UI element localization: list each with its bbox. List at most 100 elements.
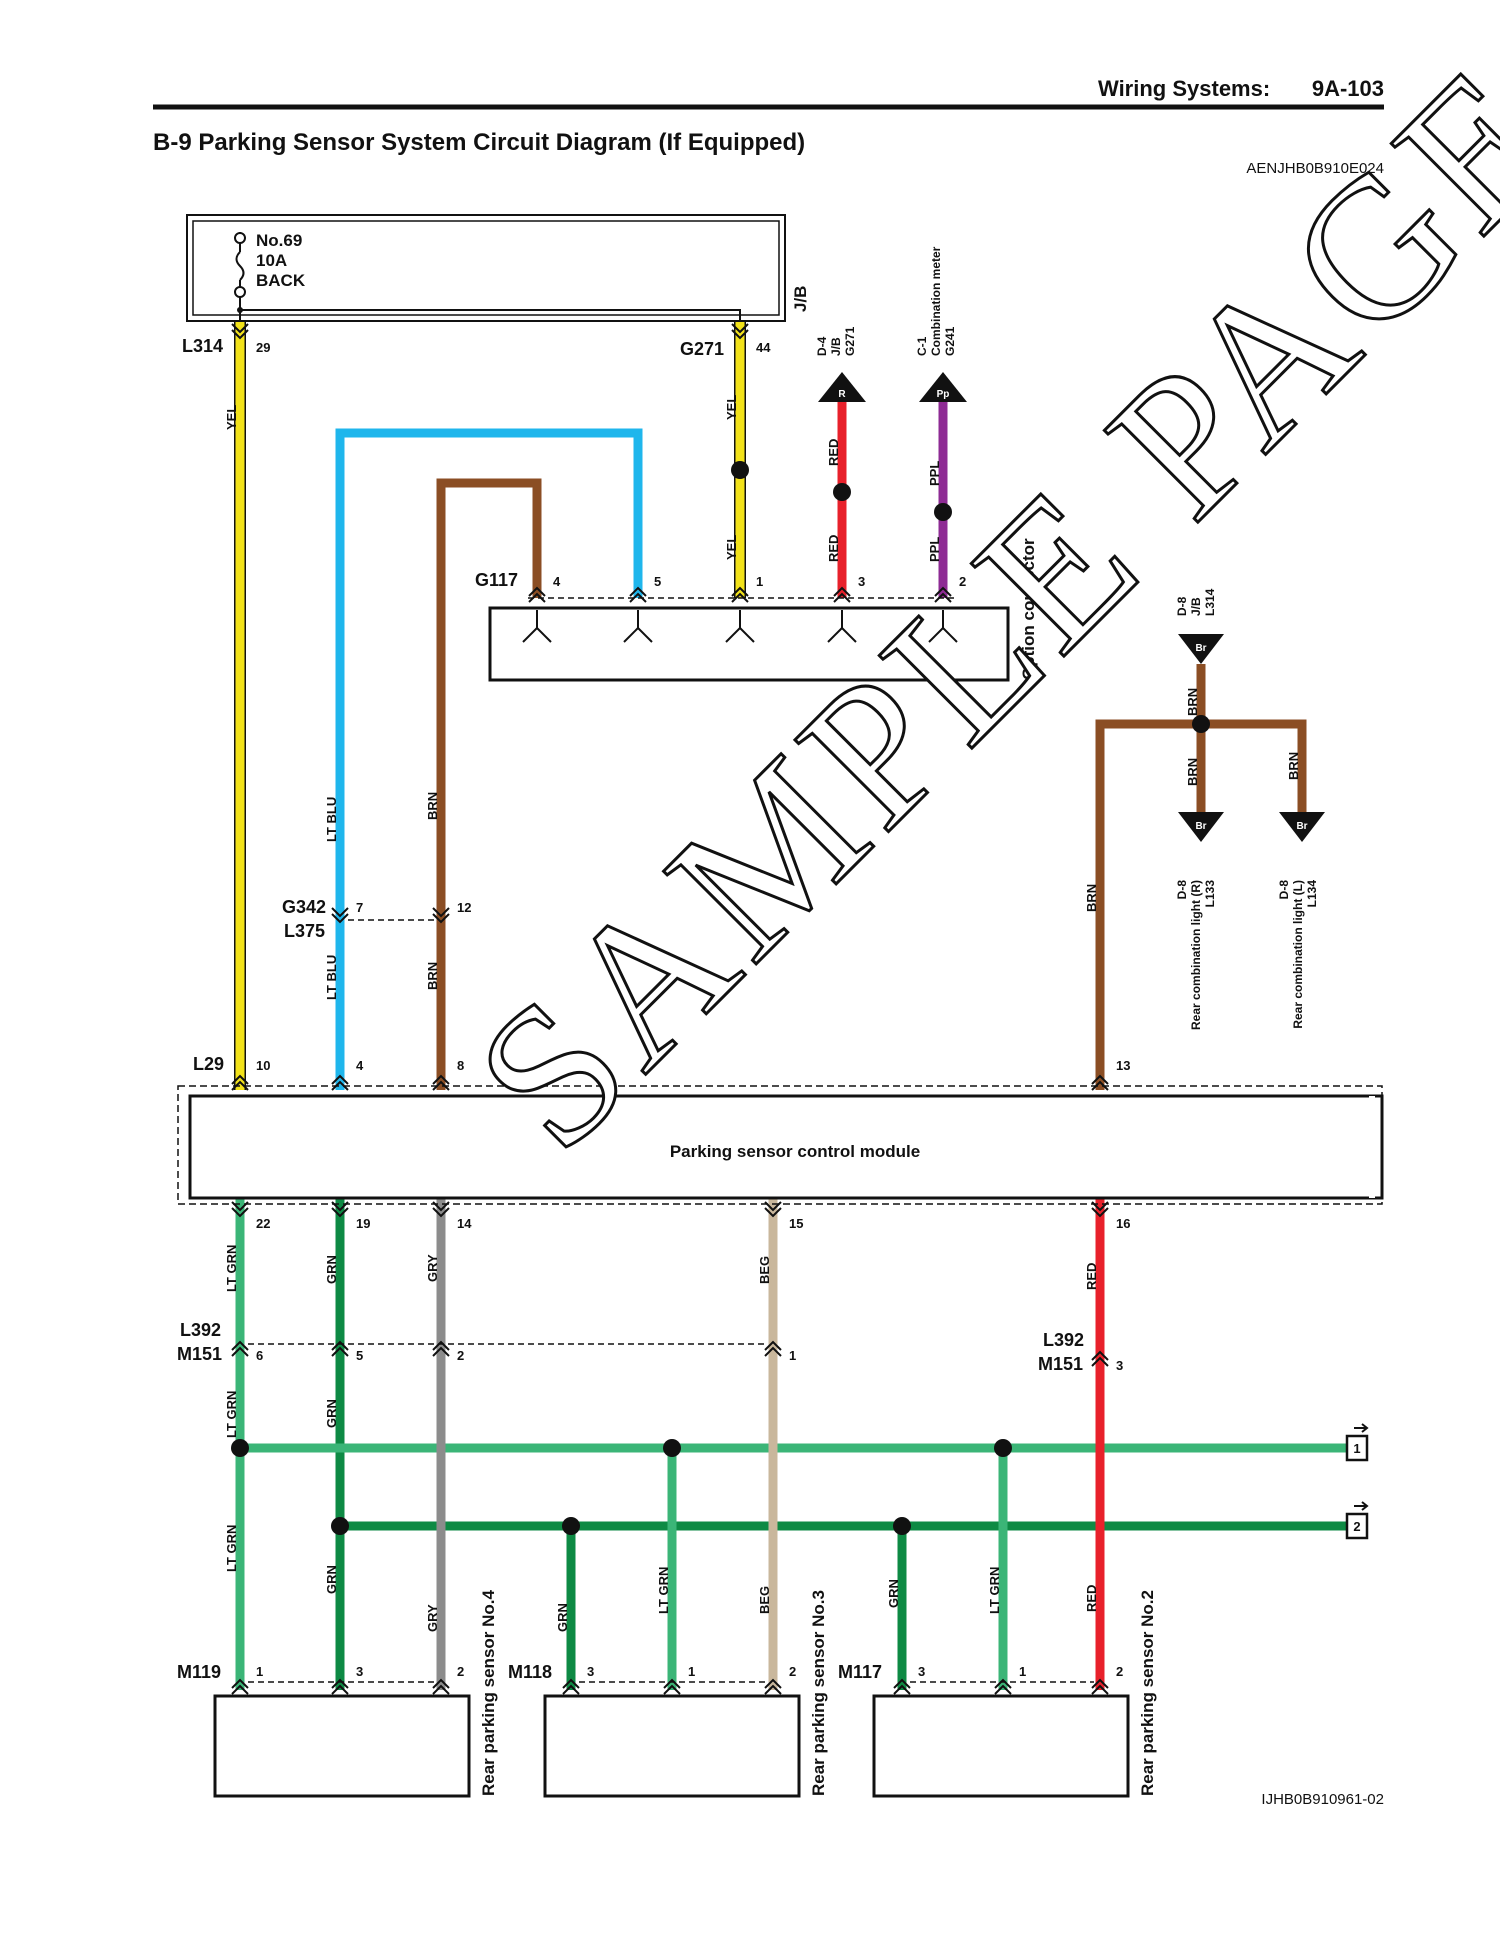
svg-text:BRN: BRN (1185, 688, 1200, 716)
ref-marker-d4: R (818, 372, 866, 402)
svg-text:1: 1 (756, 574, 763, 589)
rear-parking-sensor-4: Rear parking sensor No.4 (213, 1589, 498, 1798)
svg-text:L314: L314 (1203, 588, 1217, 616)
svg-text:BRN: BRN (1185, 758, 1200, 786)
svg-text:J/B: J/B (1189, 597, 1203, 616)
svg-text:19: 19 (356, 1216, 370, 1231)
svg-text:12: 12 (457, 900, 471, 915)
pin-numbers: 29 44 4 5 1 3 2 7 12 10 4 8 13 22 19 14 … (256, 340, 1130, 1679)
connector-l29: L29 (193, 1054, 224, 1074)
svg-text:1: 1 (789, 1348, 796, 1363)
marker-br-top-label: Br (1195, 643, 1206, 654)
splice-brn (1192, 715, 1210, 733)
svg-text:D-8: D-8 (1175, 596, 1189, 616)
svg-text:LT GRN: LT GRN (224, 1245, 239, 1292)
footer-code: IJHB0B910961-02 (1261, 1791, 1384, 1808)
continuation-1: 1 (1345, 1423, 1369, 1462)
splice-grn-1 (331, 1517, 349, 1535)
svg-text:G241: G241 (943, 326, 957, 356)
option-connector-label: Option connector (1019, 538, 1038, 680)
svg-text:LT GRN: LT GRN (224, 1391, 239, 1438)
svg-text:2: 2 (959, 574, 966, 589)
svg-text:BRN: BRN (425, 962, 440, 990)
svg-text:4: 4 (553, 574, 561, 589)
svg-text:1: 1 (1353, 1441, 1360, 1456)
connector-m119: M119 (177, 1662, 221, 1682)
rear-parking-sensor-2: Rear parking sensor No.2 (872, 1590, 1157, 1798)
wire-brn (436, 478, 542, 1090)
svg-text:2: 2 (457, 1348, 464, 1363)
connector-m151-a: M151 (177, 1344, 222, 1364)
control-module: Parking sensor control module (177, 1085, 1384, 1205)
sensor-2-label: Rear parking sensor No.2 (1138, 1590, 1157, 1796)
ref-marker-d8-l: Br (1279, 812, 1325, 842)
ref-text-d8-top: D-8 J/B L314 (1175, 588, 1217, 616)
svg-text:13: 13 (1116, 1058, 1130, 1073)
splice-yel (731, 461, 749, 479)
connector-g271: G271 (680, 339, 724, 359)
svg-text:29: 29 (256, 340, 270, 355)
junction-block: No.69 10A BACK J/B (186, 214, 810, 322)
svg-text:BRN: BRN (1084, 884, 1099, 912)
svg-text:5: 5 (356, 1348, 363, 1363)
svg-text:BEG: BEG (757, 1256, 772, 1284)
splice-grn-2 (562, 1517, 580, 1535)
svg-text:LT GRN: LT GRN (656, 1567, 671, 1614)
ref-marker-d8-r: Br (1178, 812, 1224, 842)
splice-ppl (934, 503, 952, 521)
svg-text:2: 2 (789, 1664, 796, 1679)
connector-m151-b: M151 (1038, 1354, 1083, 1374)
svg-text:GRN: GRN (886, 1579, 901, 1608)
svg-text:3: 3 (587, 1664, 594, 1679)
svg-text:44: 44 (756, 340, 771, 355)
svg-text:2: 2 (1116, 1664, 1123, 1679)
connector-g342: G342 (282, 897, 326, 917)
svg-text:PPL: PPL (927, 537, 942, 562)
svg-text:BEG: BEG (757, 1586, 772, 1614)
svg-text:G271: G271 (843, 326, 857, 356)
sensor-4-label: Rear parking sensor No.4 (479, 1589, 498, 1796)
svg-text:3: 3 (356, 1664, 363, 1679)
svg-text:2: 2 (457, 1664, 464, 1679)
svg-text:LT BLU: LT BLU (324, 797, 339, 842)
svg-text:L134: L134 (1305, 880, 1319, 908)
svg-text:3: 3 (918, 1664, 925, 1679)
fuse-number: No.69 (256, 231, 302, 250)
diagram-code: AENJHB0B910E024 (1246, 160, 1384, 177)
control-module-label: Parking sensor control module (670, 1142, 920, 1161)
connector-l392-b: L392 (1043, 1330, 1084, 1350)
svg-text:GRN: GRN (555, 1603, 570, 1632)
svg-text:3: 3 (858, 574, 865, 589)
marker-br-right-label: Br (1296, 821, 1307, 832)
svg-text:YEL: YEL (724, 395, 739, 420)
svg-text:5: 5 (654, 574, 661, 589)
rear-parking-sensor-3: Rear parking sensor No.3 (543, 1590, 828, 1798)
svg-text:4: 4 (356, 1058, 364, 1073)
svg-text:RED: RED (1084, 1263, 1099, 1290)
svg-text:Combination meter: Combination meter (929, 246, 943, 356)
ref-text-d8-l: D-8 Rear combination light (L) L134 (1277, 880, 1319, 1029)
connector-g117: G117 (475, 570, 518, 590)
connector-l392-a: L392 (180, 1320, 221, 1340)
svg-text:15: 15 (789, 1216, 803, 1231)
svg-text:22: 22 (256, 1216, 270, 1231)
splice-ltgrn-2 (663, 1439, 681, 1457)
wire-labels: YEL YEL YEL RED RED PPL PPL LT BLU LT BL… (224, 395, 1301, 1632)
page-title: B-9 Parking Sensor System Circuit Diagra… (153, 129, 805, 156)
svg-text:D-8: D-8 (1175, 880, 1189, 900)
connector-m118: M118 (508, 1662, 552, 1682)
connector-l314: L314 (182, 336, 223, 356)
svg-text:RED: RED (826, 535, 841, 562)
ref-text-c1: C-1 Combination meter G241 (915, 246, 957, 356)
svg-text:2: 2 (1353, 1519, 1360, 1534)
jb-label: J/B (791, 286, 810, 312)
svg-text:GRN: GRN (324, 1565, 339, 1594)
marker-pp-label: Pp (937, 389, 950, 400)
option-connector: Option connector (488, 538, 1038, 682)
svg-text:LT BLU: LT BLU (324, 955, 339, 1000)
sensor-3-label: Rear parking sensor No.3 (809, 1590, 828, 1796)
splice-ltgrn-3 (994, 1439, 1012, 1457)
svg-text:GRN: GRN (324, 1255, 339, 1284)
svg-text:1: 1 (1019, 1664, 1026, 1679)
